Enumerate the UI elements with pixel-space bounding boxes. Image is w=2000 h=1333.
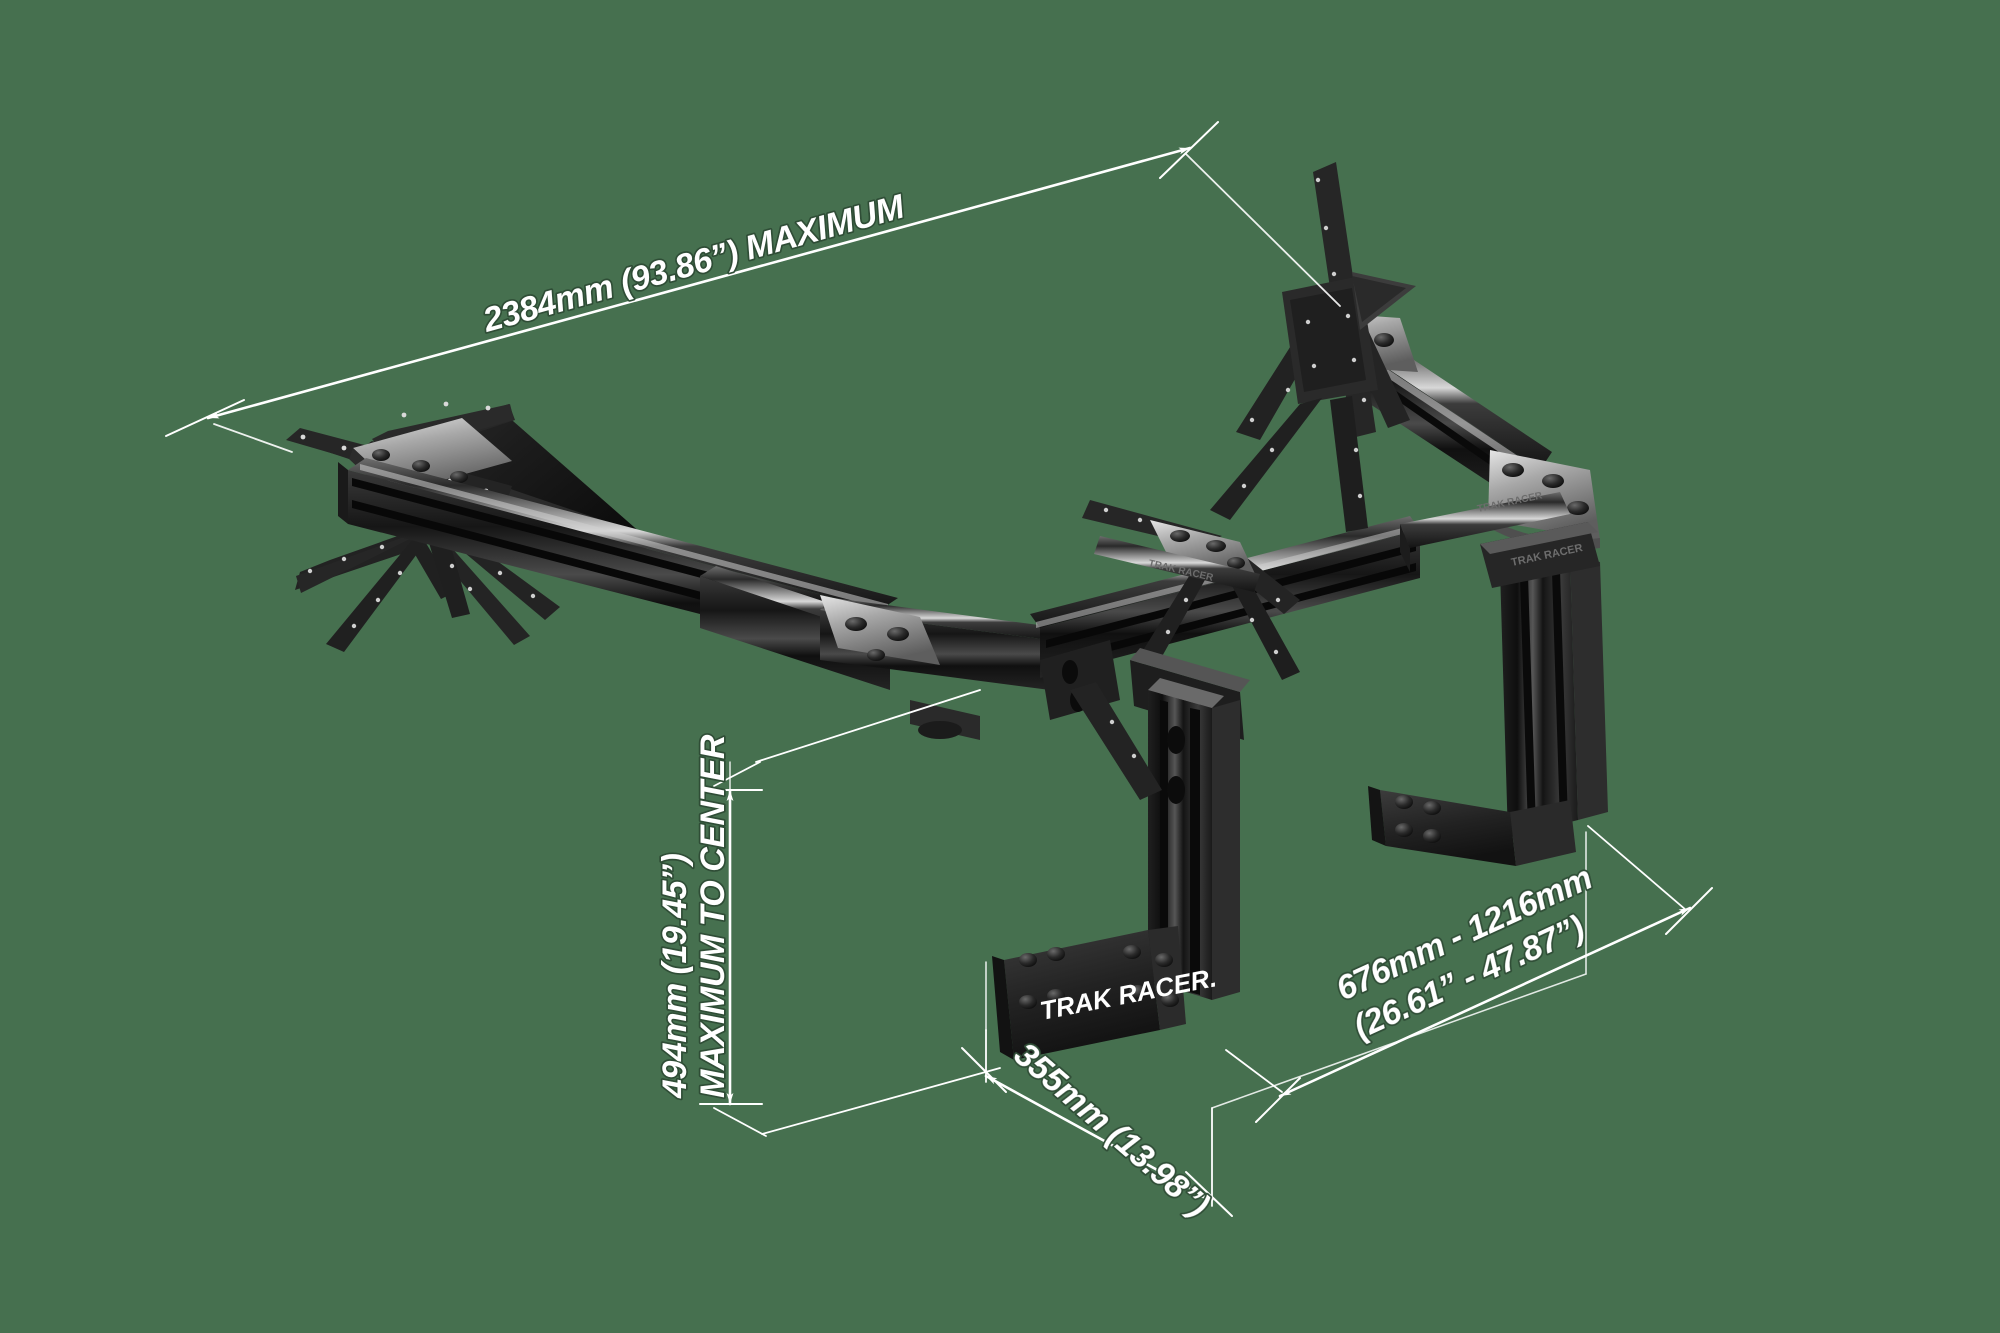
left-angled-beam (700, 566, 1062, 740)
right-vesa-bracket (1210, 162, 1416, 532)
dimension-line-depth-range (1225, 825, 1713, 1123)
right-leg-and-foot: TRAK RACER (1368, 522, 1608, 866)
center-leg-and-foot: TRAK RACER. (992, 678, 1240, 1060)
dimension-label-foot-depth: 355mm (13.98”) (1007, 1035, 1216, 1224)
dimension-line-height-to-center (699, 689, 1001, 1137)
dimension-label-height-value: 494mm (19.45”) (656, 853, 694, 1099)
dimension-label-height-qualifier: MAXIMUM TO CENTER (694, 734, 732, 1098)
construction-lines (985, 831, 1587, 1109)
dimension-label-overall-width: 2384mm (93.86”) MAXIMUM (478, 187, 909, 340)
dimension-line-overall-width (165, 121, 1341, 453)
dimension-line-foot-depth (961, 1029, 1233, 1217)
